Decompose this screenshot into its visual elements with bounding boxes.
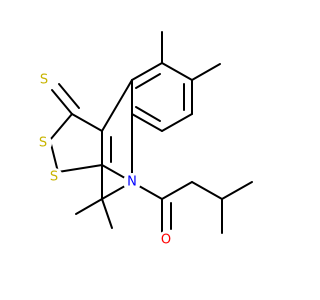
molecule-structure-diagram: S S S N O: [34, 31, 253, 249]
bond: [101, 198, 113, 229]
bond: [161, 181, 193, 200]
bond: [161, 113, 193, 132]
bond: [71, 113, 103, 132]
bond: [131, 113, 163, 132]
bond: [191, 63, 221, 81]
ring-nitrogen-atom: N: [123, 173, 141, 191]
bond: [75, 198, 103, 215]
bond: [51, 89, 73, 115]
bond: [57, 164, 103, 173]
thione-sulfur-label: S: [40, 73, 48, 88]
bond: [131, 62, 163, 81]
ring-sulfur-lower-atom: S: [45, 168, 63, 186]
ring-sulfur-upper-atom: S: [34, 134, 52, 152]
carbonyl-oxygen-label: O: [161, 233, 171, 248]
bond: [101, 79, 133, 132]
atom-label-layer: S S S N O: [34, 71, 175, 249]
bond-layer: [49, 31, 253, 234]
bond: [58, 83, 80, 109]
bond: [135, 73, 161, 89]
carbonyl-oxygen-atom: O: [157, 231, 175, 249]
bond: [221, 181, 253, 200]
ring-sulfur-upper-label: S: [39, 136, 47, 151]
bond: [161, 62, 193, 81]
ring-sulfur-lower-label: S: [50, 170, 58, 185]
bond: [49, 113, 73, 141]
ring-nitrogen-label: N: [127, 175, 137, 190]
bond: [191, 181, 223, 200]
thione-sulfur-atom: S: [35, 71, 53, 89]
bond: [135, 106, 161, 122]
